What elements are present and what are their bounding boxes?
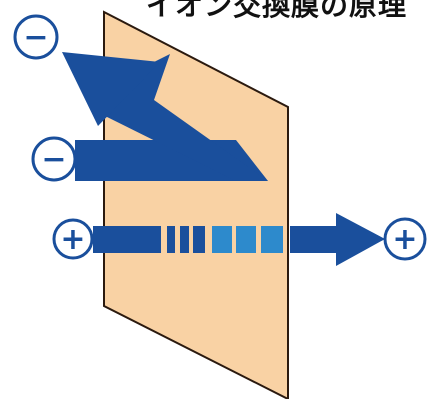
svg-text:−: − — [41, 142, 66, 177]
cation-dash-2 — [180, 226, 189, 253]
anion-incoming-icon: − — [31, 136, 77, 182]
cation-dash-6 — [261, 226, 283, 253]
anion-top-icon: − — [13, 14, 59, 60]
svg-text:+: + — [60, 222, 85, 257]
diagram-title: イオン交換膜の原理 — [146, 0, 408, 22]
anion-reflected-arrow — [99, 54, 268, 181]
cation-right-icon: + — [383, 217, 427, 261]
svg-text:−: − — [23, 20, 48, 55]
cation-shaft-right — [290, 226, 336, 253]
cation-shaft-left — [93, 226, 161, 253]
cation-dash-4 — [212, 226, 232, 253]
cation-dash-1 — [167, 226, 175, 253]
svg-text:+: + — [392, 222, 417, 257]
cation-arrowhead — [336, 213, 385, 266]
cation-dash-5 — [236, 226, 256, 253]
anion-arrowhead — [62, 52, 160, 126]
cation-dash-3 — [193, 226, 205, 253]
cation-left-icon: + — [52, 218, 94, 260]
